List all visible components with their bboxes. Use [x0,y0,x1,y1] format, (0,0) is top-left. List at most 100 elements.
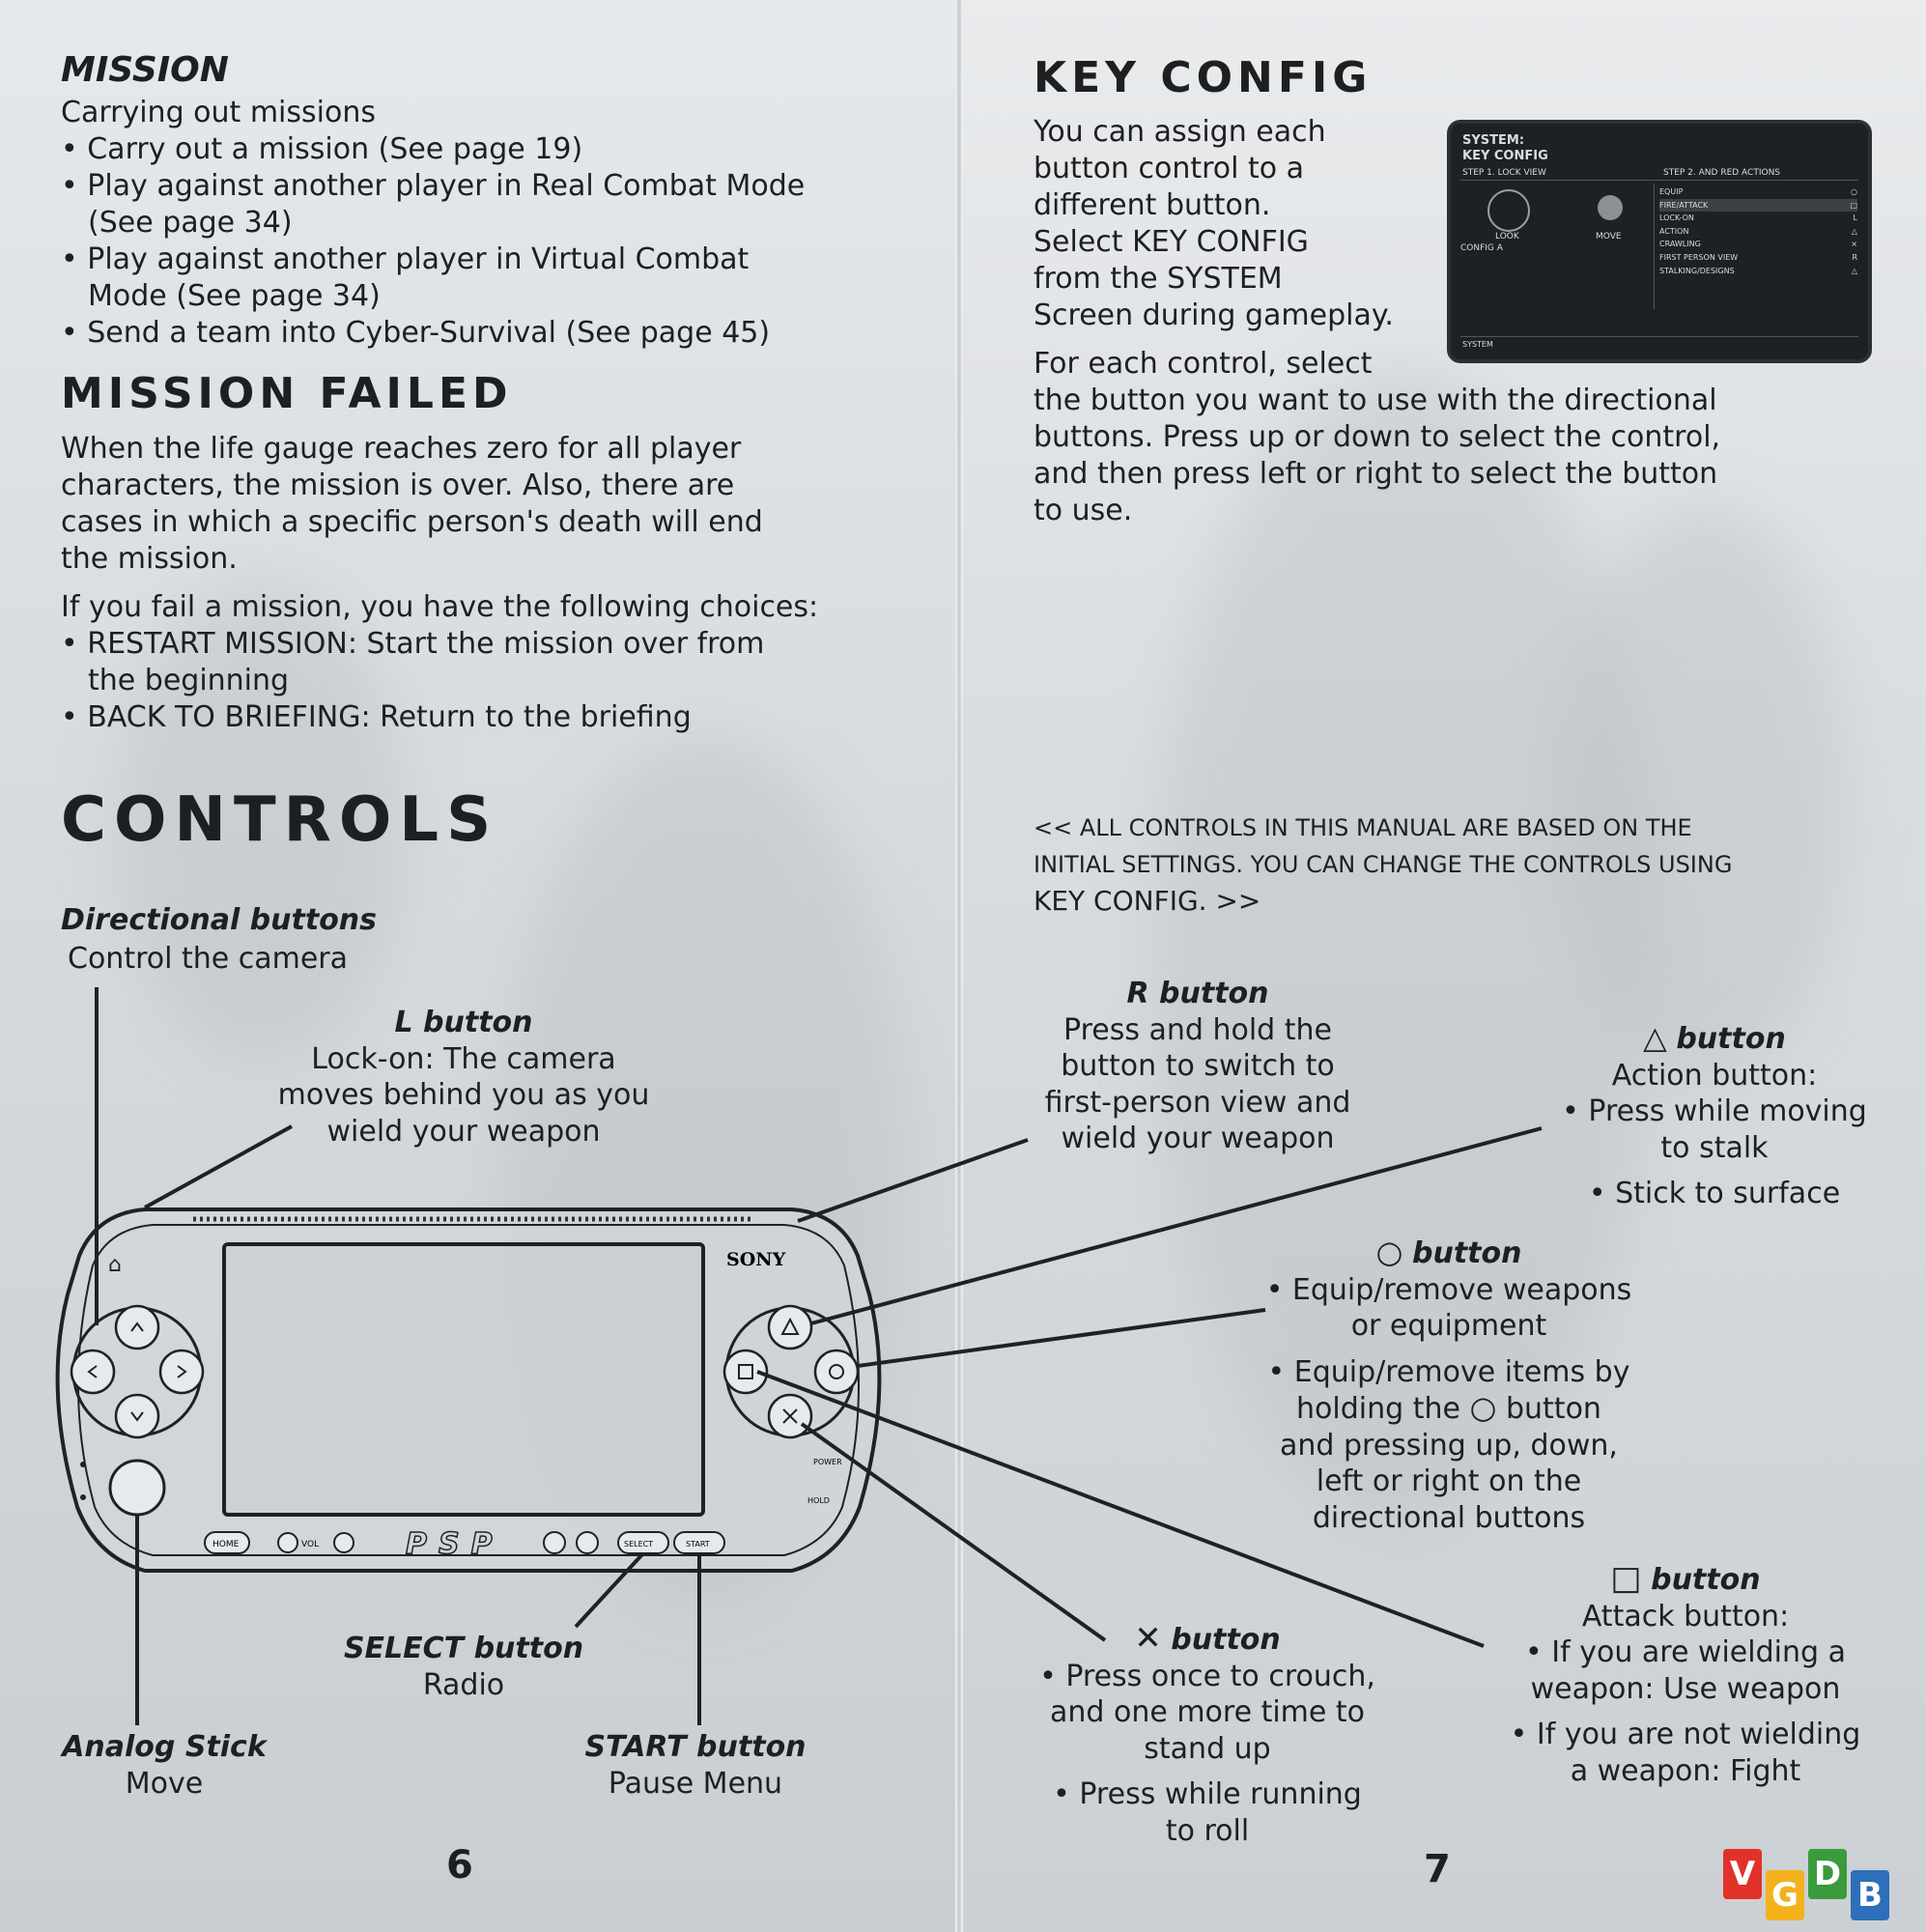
screen-action-row[interactable]: ACTION△ [1659,226,1857,236]
screen-action-row[interactable]: EQUIP○ [1659,187,1857,196]
square-button-label: □ button Attack button: • If you are wie… [1487,1559,1884,1789]
callout-l-button [144,1124,293,1209]
controls-note-line-1: << ALL CONTROLS IN THIS MANUAL ARE BASED… [1034,814,1692,841]
directional-desc: Control the camera [68,942,349,976]
triangle-line-2: • Press while moving [1562,1094,1867,1128]
choice-restart: • RESTART MISSION: Start the mission ove… [61,627,765,661]
start-desc: Pause Menu [608,1766,783,1801]
controls-note-line-3: KEY CONFIG. >> [1034,885,1261,917]
controls-note-line-2: INITIAL SETTINGS. YOU CAN CHANGE THE CON… [1034,851,1733,878]
callout-circle [857,1308,1266,1368]
screen-column-divider [1654,184,1655,309]
circle-line-3: • Equip/remove items by [1267,1354,1630,1389]
page-number-right: 7 [1424,1847,1451,1891]
mission-failed-para-line-3: cases in which a specific person's death… [61,505,763,539]
analog-desc: Move [125,1766,204,1801]
circle-line-4-row: holding the ○ button [1296,1389,1601,1426]
watermark-letter: D [1808,1849,1847,1899]
key-config-para-line-2: button control to a [1034,152,1305,185]
controls-heading: CONTROLS [61,784,499,856]
book-fold [955,0,963,1932]
select-desc: Radio [422,1667,505,1702]
ps-logo-icon: ⌂ [108,1253,122,1277]
vol-text: VOL [301,1540,319,1549]
key-config-para2-line-4: and then press left or right to select t… [1034,457,1718,491]
dpad-right-button [158,1349,205,1395]
mission-failed-intro: If you fail a mission, you have the foll… [61,590,819,624]
screen-action-row[interactable]: STALKING/DESIGNS△ [1659,266,1857,275]
cross-icon: ✕ [1134,1619,1162,1658]
mission-failed-para-line-4: the mission. [61,542,238,576]
callout-triangle [810,1126,1543,1325]
triangle-face-icon [780,1317,800,1335]
screen-action-row[interactable]: FIRE/ATTACK□ [1659,198,1857,213]
choice-back-to-briefing: • BACK TO BRIEFING: Return to the briefi… [61,700,692,734]
key-config-para-line-1: You can assign each [1034,115,1326,149]
cross-button-title-row: ✕ button [1014,1619,1401,1659]
square-button-title-row: □ button [1487,1559,1884,1599]
psp-body-inner [77,1224,860,1556]
circle-button-title: button [1411,1236,1522,1270]
volume-down-button [277,1532,298,1553]
triangle-button-label: △ button Action button: • Press while mo… [1536,1019,1893,1212]
mission-bullet-2: • Play against another player in Real Co… [61,169,806,203]
circle-button-label: ○ button • Equip/remove weapons or equip… [1246,1234,1652,1536]
cross-line-4: • Press while running [1053,1777,1362,1811]
screen-step-1: STEP 1. LOCK VIEW [1462,168,1546,178]
mission-failed-heading: MISSION FAILED [61,369,513,418]
screen-left-item-move: MOVE [1596,232,1622,242]
analog-label: Analog Stick Move [39,1729,290,1802]
home-button [204,1531,250,1554]
key-config-para-line-3: different button. [1034,188,1271,222]
home-button-text: HOME [212,1540,240,1549]
mission-heading: MISSION [61,50,229,90]
screen-config-label: CONFIG A [1460,243,1503,253]
dpad-up-button [114,1304,160,1350]
psp-screen [222,1242,705,1517]
callout-cross [800,1422,1107,1642]
key-config-para2-line-5: to use. [1034,494,1133,527]
hold-label: HOLD [807,1496,830,1505]
circle-line-1: • Equip/remove weapons [1265,1272,1632,1307]
dpad-right-arrow-icon [177,1365,187,1378]
display-button [543,1531,566,1554]
mission-bullet-2-cont: (See page 34) [88,206,293,240]
cross-line-5: to roll [1165,1813,1250,1848]
screen-divider [1460,180,1858,181]
directional-title: Directional buttons [61,903,378,937]
select-title: SELECT button [343,1632,584,1665]
circle-line-6: left or right on the [1316,1464,1582,1498]
circle-button-title-row: ○ button [1246,1234,1652,1272]
square-line-4: • If you are not wielding [1510,1718,1861,1751]
indicator-light [80,1462,86,1467]
screen-title-2: KEY CONFIG [1462,149,1548,163]
mission-bullet-4: • Send a team into Cyber-Survival (See p… [61,316,771,350]
select-button-text: SELECT [624,1540,653,1548]
screen-footer: SYSTEM [1462,340,1493,349]
circle-line-5: and pressing up, down, [1280,1428,1618,1463]
analog-stick [108,1459,166,1517]
square-icon: □ [1610,1559,1642,1598]
left-page [0,0,959,1932]
circle-face-icon [829,1364,844,1379]
key-config-para2-line-1: For each control, select [1034,347,1373,381]
callout-square [756,1370,1485,1648]
mission-failed-para-line-2: characters, the mission is over. Also, t… [61,469,735,502]
screen-action-row[interactable]: CRAWLING× [1659,240,1857,249]
watermark-letter: G [1766,1870,1804,1920]
key-config-para-line-4: Select KEY CONFIG [1034,225,1309,259]
key-config-para2-line-2: the button you want to use with the dire… [1034,384,1717,417]
start-label: START button Pause Menu [551,1729,840,1802]
vgdb-watermark: V G D B [1723,1849,1889,1920]
triangle-line-1: Action button: [1611,1058,1818,1093]
callout-r-button [797,1138,1029,1223]
analog-title: Analog Stick [62,1730,267,1764]
l-button-line-2: moves behind you as you [277,1078,650,1112]
controls-note: << ALL CONTROLS IN THIS MANUAL ARE BASED… [1034,810,1732,920]
square-button-title: button [1651,1563,1761,1597]
psp-logo: PSP [406,1527,504,1561]
